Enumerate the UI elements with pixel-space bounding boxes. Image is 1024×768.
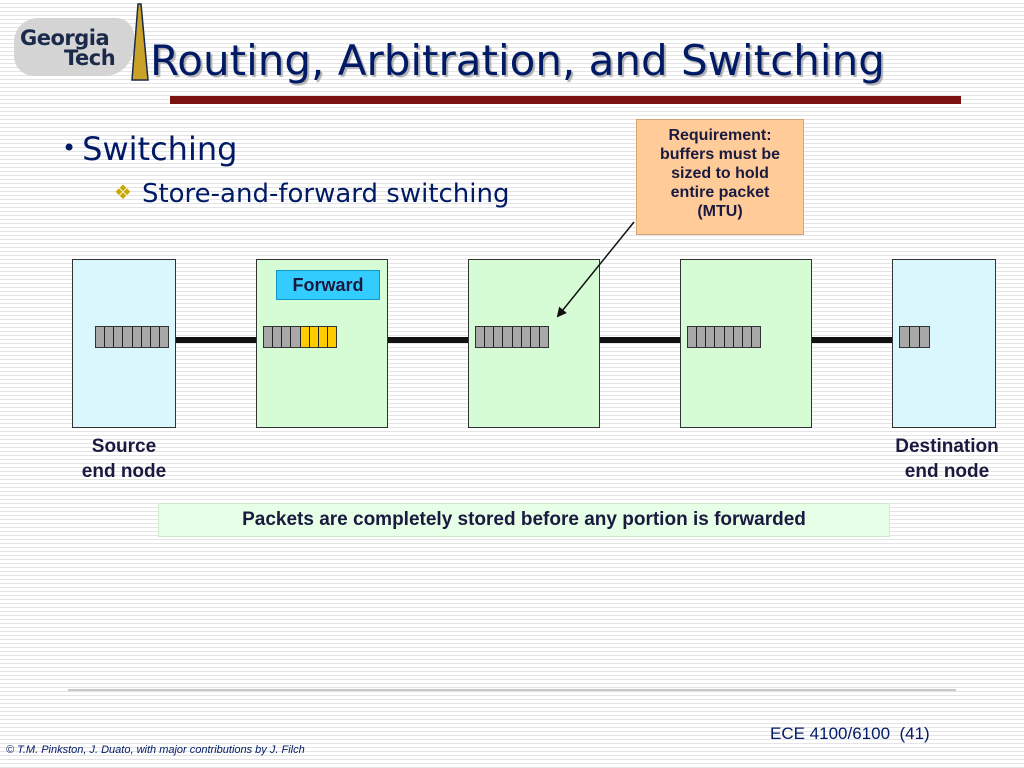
destination-label-line: Destination — [895, 436, 999, 457]
callout-line: sized to hold — [671, 165, 769, 182]
destination-buffer — [899, 326, 930, 348]
callout-line: (MTU) — [697, 203, 743, 220]
slide-title: Routing, Arbitration, and Switching — [150, 36, 885, 85]
bullet-dot-icon: • — [62, 134, 77, 162]
forward-badge: Forward — [276, 270, 380, 300]
callout-line: entire packet — [670, 184, 770, 201]
copyright-notice: © T.M. Pinkston, J. Duato, with major co… — [6, 744, 305, 756]
bullet-level2: ❖ Store-and-forward switching — [114, 179, 510, 209]
source-label: Source end node — [62, 434, 186, 484]
bullet-level2-text: Store-and-forward switching — [141, 179, 510, 209]
destination-label-line: end node — [904, 461, 990, 482]
georgia-tech-logo: Georgia Tech — [14, 2, 154, 86]
switch1-buffer — [263, 326, 337, 348]
callout-line: buffers must be — [659, 146, 780, 163]
link-3 — [600, 337, 680, 343]
link-4 — [812, 337, 892, 343]
switch3-buffer — [687, 326, 761, 348]
callout-line: Requirement: — [668, 127, 772, 144]
logo-backdrop — [14, 18, 134, 76]
bullet-level1: •Switching — [62, 130, 237, 168]
source-label-line: end node — [81, 461, 167, 482]
logo-word-tech: Tech — [64, 46, 116, 70]
logo-word-georgia: Georgia — [20, 26, 110, 50]
title-underline — [170, 96, 961, 104]
logo-spire-icon — [131, 3, 149, 81]
switch2-buffer — [475, 326, 549, 348]
course-page-number: ECE 4100/6100 (41) — [770, 724, 930, 743]
bullet-level1-text: Switching — [82, 130, 238, 168]
link-1 — [176, 337, 256, 343]
diamond-bullet-icon: ❖ — [114, 180, 132, 204]
link-2 — [388, 337, 468, 343]
footer-rule — [68, 689, 956, 691]
summary-banner: Packets are completely stored before any… — [158, 503, 890, 537]
source-buffer — [95, 326, 169, 348]
source-label-line: Source — [91, 436, 157, 457]
requirement-callout: Requirement: buffers must be sized to ho… — [636, 119, 804, 235]
destination-label: Destination end node — [880, 434, 1014, 484]
